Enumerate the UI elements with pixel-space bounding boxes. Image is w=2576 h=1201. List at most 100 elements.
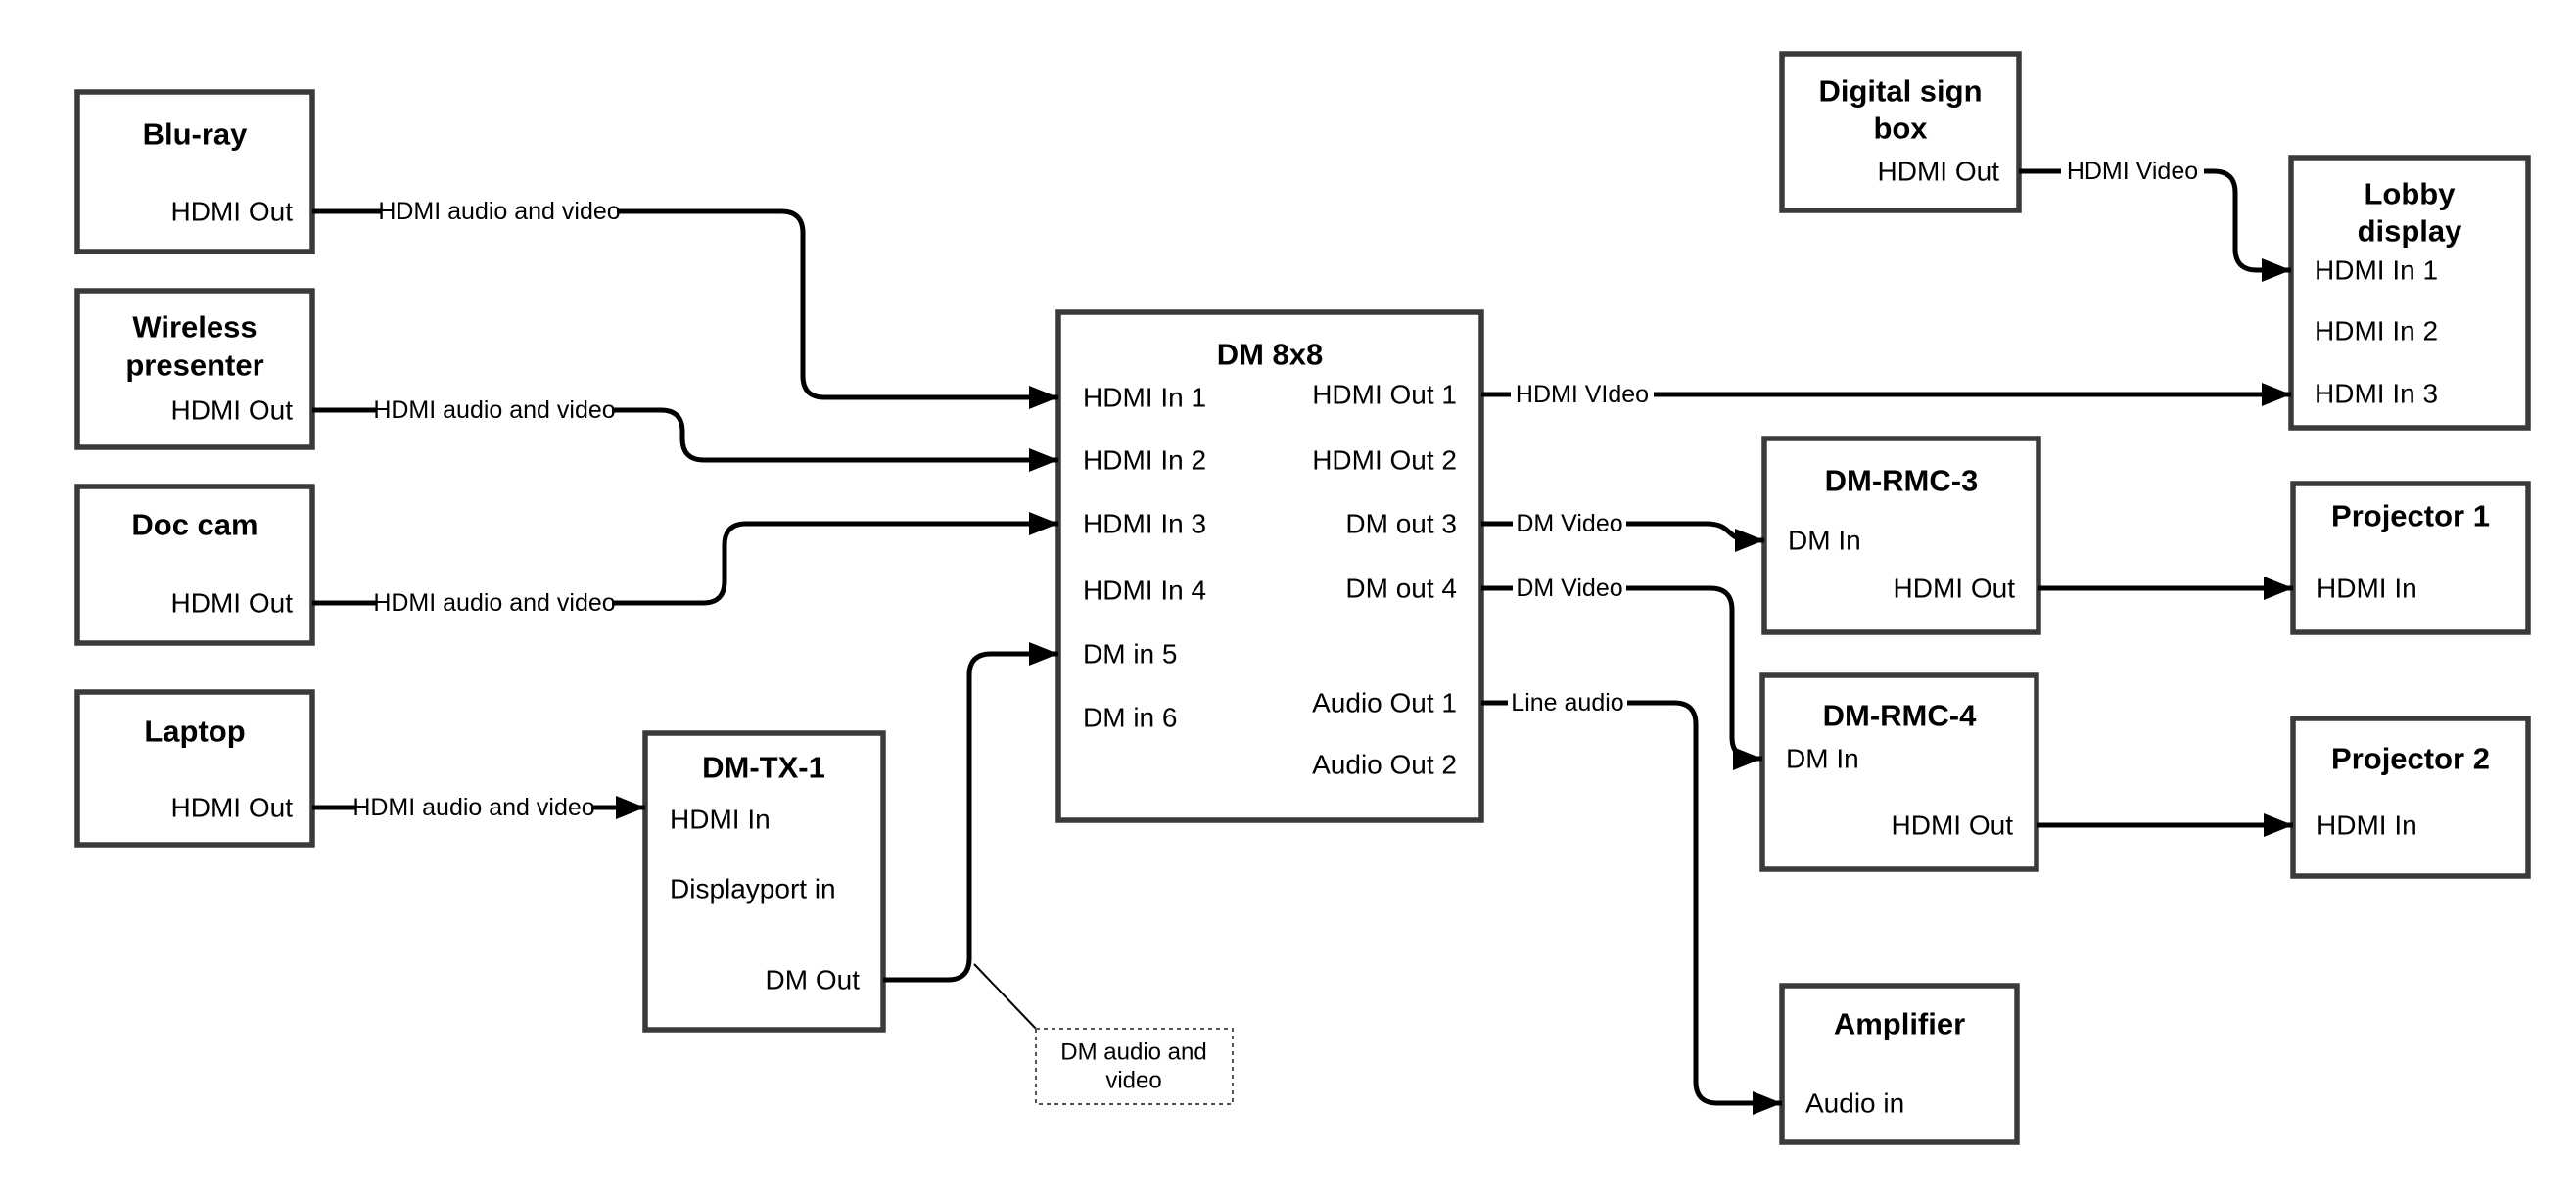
wire-label-line-audio: Line audio xyxy=(1508,686,1627,719)
node-dm-rmc-3: DM-RMC-3 DM In HDMI Out xyxy=(1761,436,2041,635)
note-text-line1: DM audio and xyxy=(1060,1039,1206,1066)
wireless-presenter-box xyxy=(74,288,315,450)
doc-cam-box xyxy=(74,484,315,646)
lobby-display-box xyxy=(2288,155,2531,431)
wire-label-bluray: HDMI audio and video xyxy=(378,195,621,228)
laptop-box xyxy=(74,689,315,848)
dm-8x8-port-dm-in-5: DM in 5 xyxy=(1083,639,1177,670)
note-box xyxy=(1035,1028,1234,1105)
lobby-display-port-hdmi-in-3: HDMI In 3 xyxy=(2315,379,2438,409)
dm-tx-1-port-displayport-in: Displayport in xyxy=(670,874,836,904)
dm-8x8-title: DM 8x8 xyxy=(1217,338,1324,372)
node-doc-cam: Doc cam HDMI Out xyxy=(74,484,315,646)
wire-label-text: DM Video xyxy=(1516,575,1622,602)
dm-tx-1-port-hdmi-in: HDMI In xyxy=(670,805,771,835)
wire-label-dm-video-3: DM Video xyxy=(1513,507,1626,540)
digital-sign-box-title-line1: Digital sign xyxy=(1818,74,1982,109)
wire-label-text: HDMI audio and video xyxy=(378,198,620,225)
digital-sign-box-box xyxy=(1779,51,2022,213)
node-projector-2: Projector 2 HDMI In xyxy=(2290,716,2531,879)
node-dm-8x8: DM 8x8 HDMI In 1 HDMI In 2 HDMI In 3 HDM… xyxy=(1055,309,1484,823)
dm-rmc-4-box xyxy=(1759,672,2039,872)
node-dm-rmc-4: DM-RMC-4 DM In HDMI Out xyxy=(1759,672,2039,872)
dm-rmc-3-box xyxy=(1761,436,2041,635)
dm-8x8-port-dm-out-4: DM out 4 xyxy=(1345,574,1457,604)
node-wireless-presenter: Wireless presenter HDMI Out xyxy=(74,288,315,450)
node-projector-1: Projector 1 HDMI In xyxy=(2290,481,2531,635)
wire-digitalsign-to-lobby-in1 xyxy=(2019,168,2291,282)
wire-label-bg xyxy=(1513,507,1626,540)
projector-2-box xyxy=(2290,716,2531,879)
wire-label-doccam: HDMI audio and video xyxy=(373,586,616,620)
amplifier-title: Amplifier xyxy=(1834,1007,1965,1041)
wire-label-bg xyxy=(377,393,612,427)
wire-label-hdmi-video-sign: HDMI Video xyxy=(2061,155,2204,188)
projector-2-title: Projector 2 xyxy=(2331,742,2490,776)
wire-label-hdmi-video-lobby: HDMI VIdeo xyxy=(1511,378,1654,411)
dm-8x8-port-dm-in-6: DM in 6 xyxy=(1083,703,1177,733)
bluray-title: Blu-ray xyxy=(143,117,249,152)
wire-label-bg xyxy=(356,791,591,824)
dm-8x8-port-audio-out-2: Audio Out 2 xyxy=(1312,750,1457,780)
wire-label-dm-video-4: DM Video xyxy=(1513,572,1626,605)
dm-8x8-port-audio-out-1: Audio Out 1 xyxy=(1312,688,1457,718)
projector-1-box xyxy=(2290,481,2531,635)
node-lobby-display: Lobby display HDMI In 1 HDMI In 2 HDMI I… xyxy=(2288,155,2531,431)
wire-label-wireless: HDMI audio and video xyxy=(373,393,616,427)
wire-label-text: DM Video xyxy=(1516,510,1622,537)
lobby-display-title-line1: Lobby xyxy=(2365,177,2457,211)
laptop-port-hdmi-out: HDMI Out xyxy=(171,793,294,823)
wire-label-laptop: HDMI audio and video xyxy=(352,791,595,824)
wire-label-text: HDMI Video xyxy=(2067,158,2198,185)
projector-1-title: Projector 1 xyxy=(2331,499,2490,533)
dm-rmc-3-title: DM-RMC-3 xyxy=(1825,464,1979,498)
projector-1-port-hdmi-in: HDMI In xyxy=(2317,574,2417,604)
note-callout-line xyxy=(973,963,1039,1032)
dm-rmc-3-port-hdmi-out: HDMI Out xyxy=(1894,574,2016,604)
wire-doccam-to-dm8x8-in3 xyxy=(312,512,1058,606)
dm-8x8-box xyxy=(1055,309,1484,823)
wire-dmtx1-to-dm8x8-dm-in5 xyxy=(883,642,1058,983)
wire-label-text: HDMI audio and video xyxy=(373,589,615,617)
dm-8x8-port-hdmi-in-2: HDMI In 2 xyxy=(1083,445,1206,476)
lobby-display-title-line2: display xyxy=(2358,214,2463,249)
dm-rmc-4-port-dm-in: DM In xyxy=(1786,744,1859,774)
doc-cam-port-hdmi-out: HDMI Out xyxy=(171,588,294,619)
wire-label-bg xyxy=(2061,155,2204,188)
amplifier-box xyxy=(1779,983,2020,1145)
node-laptop: Laptop HDMI Out xyxy=(74,689,315,848)
lobby-display-port-hdmi-in-1: HDMI In 1 xyxy=(2315,255,2438,286)
wire-label-bg xyxy=(1511,378,1654,411)
wire-wireless-to-dm8x8-in2 xyxy=(312,407,1058,472)
wire-label-bg xyxy=(377,586,612,620)
wire-label-bg xyxy=(382,195,617,228)
dm-tx-1-box xyxy=(642,730,886,1033)
wire-dm8x8-audio1-to-amplifier xyxy=(1481,700,1782,1115)
dm-tx-1-title: DM-TX-1 xyxy=(702,751,825,785)
dm-rmc-4-port-hdmi-out: HDMI Out xyxy=(1892,810,2014,841)
dm-8x8-port-dm-out-3: DM out 3 xyxy=(1345,509,1457,539)
wireless-presenter-title-line2: presenter xyxy=(125,348,263,383)
wire-label-text: Line audio xyxy=(1511,689,1623,716)
digital-sign-box-title-line2: box xyxy=(1873,112,1928,146)
note-dm-audio-video: DM audio and video xyxy=(1035,1028,1234,1105)
node-dm-tx-1: DM-TX-1 HDMI In Displayport in DM Out xyxy=(642,730,886,1033)
dm-8x8-port-hdmi-out-1: HDMI Out 1 xyxy=(1312,380,1457,410)
wire-label-text: HDMI audio and video xyxy=(352,794,594,821)
note-text-line2: video xyxy=(1105,1068,1161,1094)
dm-rmc-4-title: DM-RMC-4 xyxy=(1823,699,1977,733)
dm-rmc-3-port-dm-in: DM In xyxy=(1788,526,1861,556)
wire-dm8x8-out4-to-rmc4-dm-in xyxy=(1481,585,1762,770)
wire-label-bg xyxy=(1513,572,1626,605)
node-amplifier: Amplifier Audio in xyxy=(1779,983,2020,1145)
dm-8x8-port-hdmi-out-2: HDMI Out 2 xyxy=(1312,445,1457,476)
node-digital-sign-box: Digital sign box HDMI Out xyxy=(1779,51,2022,213)
wire-label-text: HDMI VIdeo xyxy=(1516,381,1649,408)
bluray-box xyxy=(74,89,315,254)
bluray-port-hdmi-out: HDMI Out xyxy=(171,197,294,227)
wire-dm8x8-out3-to-rmc3-dm-in xyxy=(1481,521,1764,552)
node-bluray: Blu-ray HDMI Out xyxy=(74,89,315,254)
wire-label-text: HDMI audio and video xyxy=(373,396,615,424)
dm-8x8-port-hdmi-in-1: HDMI In 1 xyxy=(1083,383,1206,413)
